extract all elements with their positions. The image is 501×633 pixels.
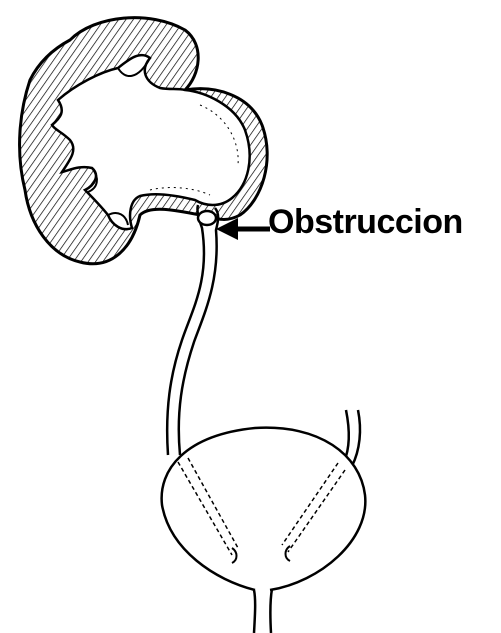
obstruction-site (198, 211, 216, 225)
obstruction-label: Obstruccion (268, 205, 463, 239)
bladder-wall (162, 428, 366, 590)
urethra-right (270, 589, 272, 633)
arrow-head (216, 218, 238, 240)
bladder (162, 428, 366, 590)
ureter-right-stub (352, 410, 360, 466)
obstruction-arrow (216, 218, 270, 240)
ureter (167, 205, 218, 455)
urethra (254, 589, 272, 633)
urethra-left (254, 590, 255, 633)
